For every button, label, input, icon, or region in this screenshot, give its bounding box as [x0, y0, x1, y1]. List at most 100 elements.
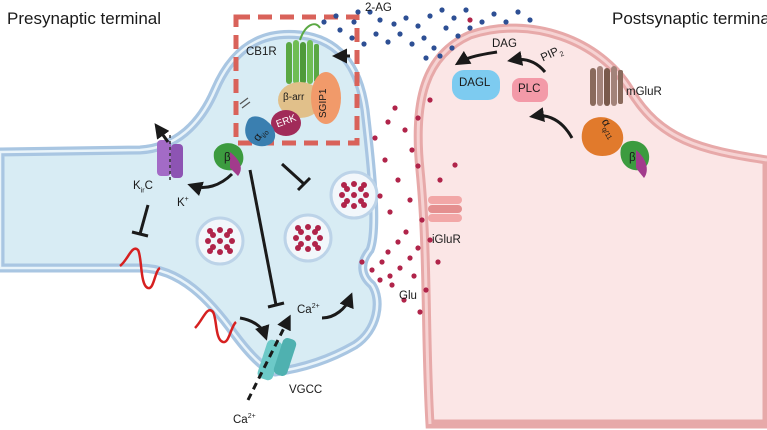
two-ag-dot	[409, 41, 415, 47]
glutamate-dot	[379, 259, 385, 265]
dagl-enzyme	[452, 70, 500, 100]
glutamate-dot	[385, 249, 391, 255]
two-ag-dot	[403, 15, 409, 21]
neurotransmitter-dot	[229, 238, 235, 244]
glutamate-dot	[369, 267, 375, 273]
glutamate-dot	[403, 229, 409, 235]
plc-label: PLC	[518, 83, 541, 95]
two-ag-molecules	[321, 7, 533, 61]
action-potential-signal-1	[119, 247, 161, 290]
two-ag-dot	[397, 31, 403, 37]
kir-label: KirC	[133, 180, 153, 194]
glutamate-dot	[435, 259, 441, 265]
g-alpha-q11	[581, 117, 624, 156]
postsynaptic-title: Postsynaptic terminal	[612, 9, 767, 28]
inhibition-kir-to-ap	[138, 204, 150, 235]
glutamate-dot	[377, 277, 383, 283]
glutamate-dot	[411, 273, 417, 279]
presynaptic-title: Presynaptic terminal	[7, 9, 162, 28]
neurotransmitter-dot	[305, 224, 311, 230]
glutamate-dot	[385, 119, 391, 125]
inhibition-cb1r-to-release-bar	[267, 301, 285, 309]
two-ag-dot	[479, 19, 485, 25]
two-ag-dot	[439, 7, 445, 13]
neurotransmitter-dot	[207, 248, 213, 254]
two-ag-dot	[351, 19, 357, 25]
neurotransmitter-dot	[361, 202, 367, 208]
neurotransmitter-dot	[315, 245, 321, 251]
two-ag-dot	[385, 39, 391, 45]
two-ag-dot	[349, 35, 355, 41]
glutamate-dot	[387, 273, 393, 279]
two-ag-dot	[367, 9, 373, 15]
neurotransmitter-dot	[363, 192, 369, 198]
beta-arrestin-label: β-arr	[283, 92, 305, 103]
neurotransmitter-dot	[339, 192, 345, 198]
glutamate-dot	[389, 282, 395, 288]
neurotransmitter-dot	[293, 235, 299, 241]
g-beta-post-label: β	[629, 152, 636, 164]
neurotransmitter-dot	[351, 192, 357, 198]
glu-label: Glu	[399, 290, 417, 302]
two-ag-dot	[503, 19, 509, 25]
plc-enzyme	[512, 78, 548, 102]
two-ag-dot	[463, 7, 469, 13]
glutamate-dot	[415, 163, 421, 169]
inhibition-cb1r-to-release	[248, 169, 278, 306]
kir-channel	[157, 135, 183, 182]
glutamate-dot	[372, 135, 378, 141]
inhibition-kir-to-ap-bar	[131, 230, 149, 238]
glutamate-dot	[402, 127, 408, 133]
neurotransmitter-dot	[305, 246, 311, 252]
cb1r-receptor	[286, 23, 321, 84]
action-potential-signal-2	[194, 309, 237, 344]
arrow-dag-to-2ag	[454, 50, 498, 66]
arrow-kir-efflux	[154, 123, 170, 143]
arrow-ap-to-vgcc	[239, 316, 270, 341]
glutamate-molecules	[359, 17, 473, 315]
mglur-label: mGluR	[626, 86, 662, 98]
neurotransmitter-dot	[341, 182, 347, 188]
vesicle-neurotransmitters	[205, 181, 369, 255]
glutamate-dot	[415, 245, 421, 251]
calcium-outer-symbol: Ca	[233, 413, 248, 426]
two-ag-dot	[391, 21, 397, 27]
neurotransmitter-dot	[305, 235, 311, 241]
neurotransmitter-dot	[351, 203, 357, 209]
two-ag-dot	[491, 11, 497, 17]
cb1r-label: CB1R	[246, 46, 277, 58]
calcium-inner-label: Ca2+	[297, 303, 320, 316]
neurotransmitter-dot	[317, 235, 323, 241]
two-ag-dot	[449, 45, 455, 51]
glutamate-dot	[437, 177, 443, 183]
potassium-ion-symbol: K	[177, 196, 185, 209]
arrow-gbeta-to-kir	[187, 172, 234, 196]
glutamate-dot	[407, 255, 413, 261]
neurotransmitter-dot	[207, 228, 213, 234]
kir-k: K	[133, 180, 141, 192]
inhibition-erk-to-vesicle-bar	[296, 176, 312, 192]
glutamate-dot	[387, 209, 393, 215]
neurotransmitter-dot	[217, 249, 223, 255]
dag-label: DAG	[492, 38, 517, 50]
two-ag-dot	[515, 9, 521, 15]
two-ag-dot	[333, 13, 339, 19]
two-ag-dot	[431, 45, 437, 51]
neurotransmitter-dot	[217, 238, 223, 244]
g-beta-post	[620, 140, 650, 178]
neurotransmitter-dot	[227, 228, 233, 234]
glutamate-dot	[427, 237, 433, 243]
calcium-outer-label: Ca2+	[233, 413, 256, 426]
two-ag-dot	[427, 13, 433, 19]
potassium-ion-charge: +	[184, 196, 189, 203]
arrow-pip-to-dag	[507, 51, 547, 73]
activation-arrows	[154, 48, 574, 341]
potassium-ion-label: K+	[177, 196, 189, 209]
inhibition-erk-to-vesicle	[280, 162, 306, 186]
ca-influx-arrow	[246, 314, 291, 401]
glutamate-dot	[359, 259, 365, 265]
neurotransmitter-dot	[205, 238, 211, 244]
calcium-inner-charge: 2+	[311, 303, 320, 310]
glutamate-dot	[452, 162, 458, 168]
vgcc-channel	[257, 338, 297, 381]
